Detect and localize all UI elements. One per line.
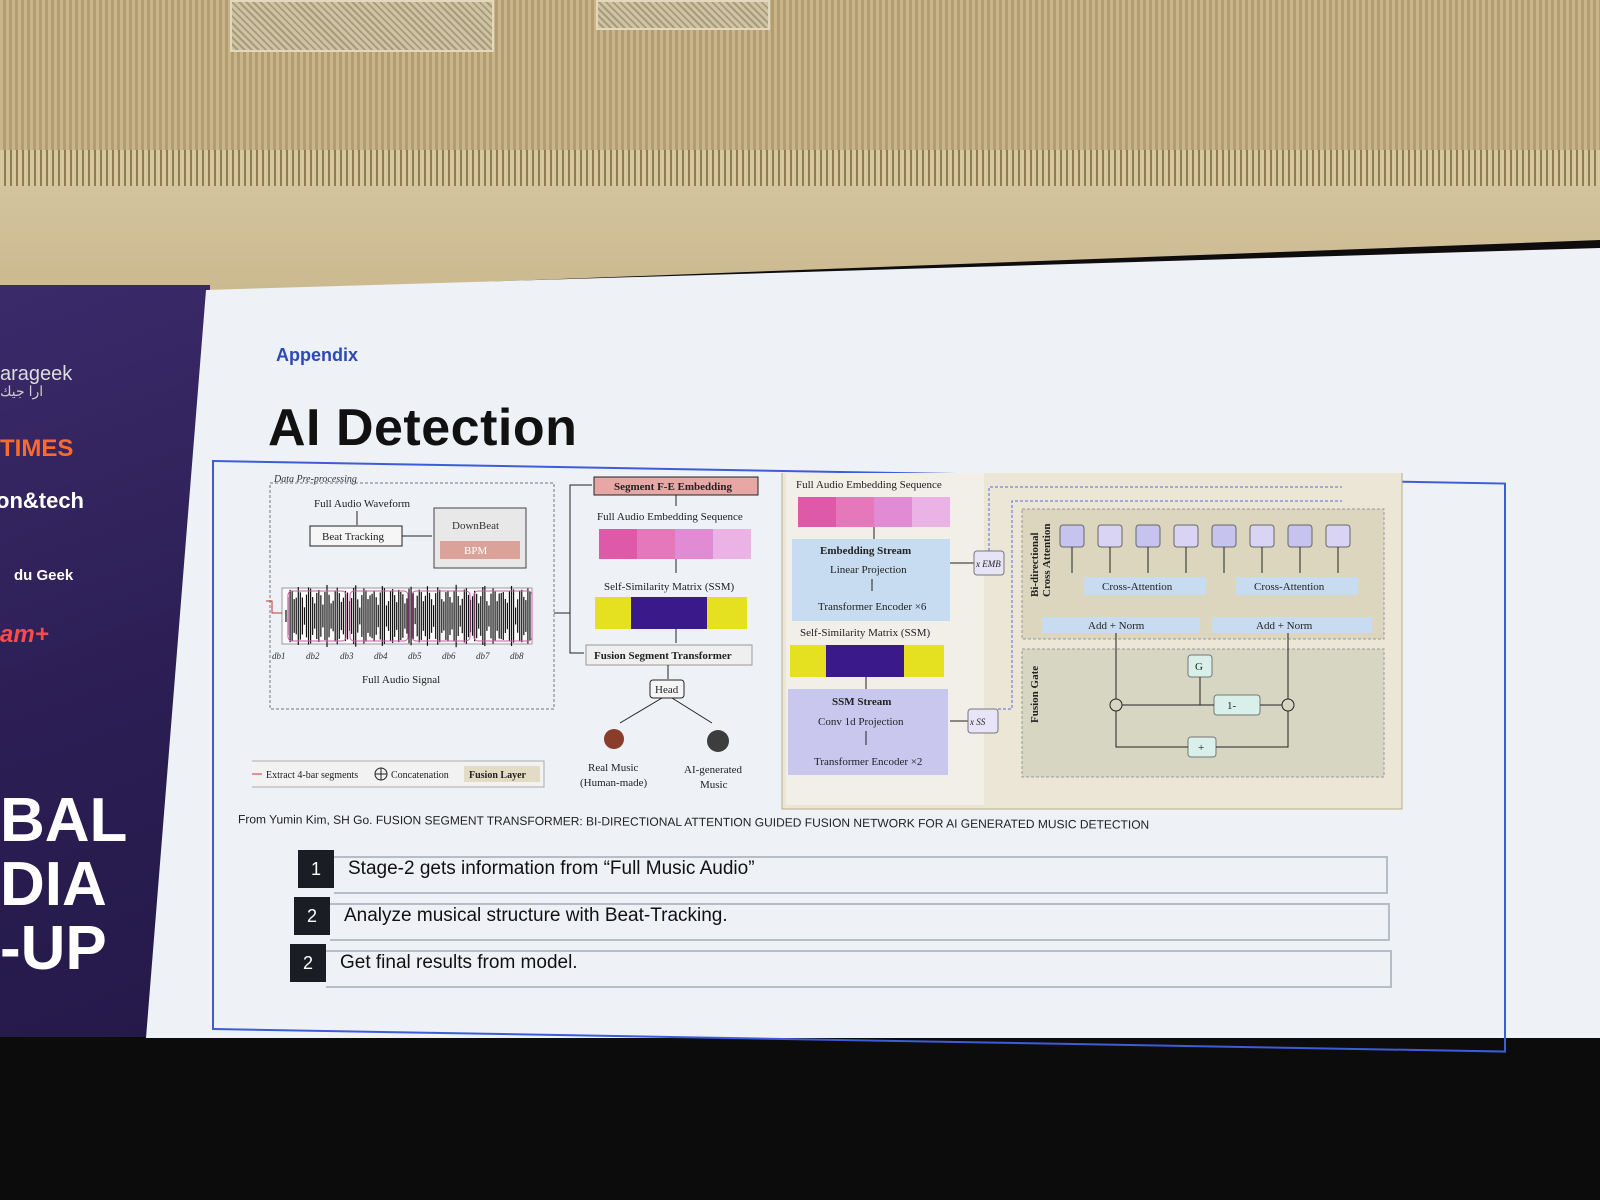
section-label: Appendix (276, 345, 359, 365)
robot-music-icon (707, 730, 729, 752)
fusion-network: Full Audio Embedding Sequence Embedding … (781, 473, 1403, 810)
step-item: 1 Stage-2 gets information from “Full Mu… (298, 850, 1390, 894)
legend-fusion: Fusion Layer (469, 770, 527, 781)
attention-token (1325, 524, 1351, 548)
bidir-label-2: Cross Attention (1041, 524, 1053, 597)
right-ssm-label: Self-Similarity Matrix (SSM) (800, 627, 931, 639)
step-item: 2 Analyze musical structure with Beat-Tr… (294, 897, 1390, 941)
attention-token (1287, 524, 1313, 548)
segment-window (473, 590, 533, 642)
step-item: 2 Get final results from model. (290, 944, 1392, 988)
waveform-label: Full Audio Waveform (314, 498, 411, 510)
ssm-stream-title: SSM Stream (832, 696, 891, 708)
downbeat-index-label: db2 (306, 651, 320, 661)
real-music-sub: (Human-made) (580, 777, 648, 789)
segment-window (349, 590, 409, 642)
downbeat-index-label: db8 (510, 651, 524, 661)
attention-token (1059, 524, 1085, 548)
sponsor-logo: am+ (0, 621, 49, 648)
linear-projection-box: Linear Projection (830, 564, 907, 576)
fusion-gate-label: Fusion Gate (1029, 666, 1041, 723)
segment-embedding-box: Segment F-E Embedding (614, 481, 732, 493)
downbeat-index-label: db3 (340, 651, 354, 661)
step-box (334, 856, 1388, 894)
step-text: Stage-2 gets information from “Full Musi… (348, 858, 755, 879)
one-minus-box: 1- (1227, 700, 1237, 712)
audio-signal-label: Full Audio Signal (362, 674, 440, 686)
real-music-label: Real Music (588, 762, 639, 774)
downbeat-index-label: db6 (442, 651, 456, 661)
x-emb-label: x EMB (975, 559, 1001, 569)
ssm-label: Self-Similarity Matrix (SSM) (604, 581, 735, 593)
preprocessing-block: Data Pre-processing Full Audio Waveform … (266, 474, 555, 710)
banner-text: DIA (0, 850, 107, 919)
step-text: Analyze musical structure with Beat-Trac… (344, 905, 728, 926)
embedding-stream-title: Embedding Stream (820, 545, 911, 557)
attention-token (1135, 524, 1161, 548)
downbeat-index-label: db1 (272, 651, 286, 661)
segment-window (287, 590, 347, 642)
ceiling-vent (596, 0, 770, 30)
sponsor-logo: TIMES (0, 435, 74, 462)
step-box (326, 950, 1392, 988)
human-music-icon (604, 729, 624, 749)
step-number: 2 (294, 897, 330, 935)
cross-attention-2: Cross-Attention (1254, 581, 1325, 593)
attention-token (1249, 524, 1275, 548)
x-ss-label: x SS (969, 717, 986, 727)
slide-title: AI Detection (268, 399, 578, 457)
beat-tracking-box: Beat Tracking (322, 531, 385, 543)
fusion-transformer-box: Fusion Segment Transformer (594, 650, 732, 662)
segment-window (411, 590, 471, 642)
downbeat-label: DownBeat (452, 520, 499, 532)
plus-box: + (1198, 742, 1204, 754)
architecture-diagram: Data Pre-processing Full Audio Waveform … (252, 473, 1403, 810)
sponsor-logo: on&tech (0, 488, 84, 513)
legend-extract: Extract 4-bar segments (266, 770, 358, 781)
step-text: Get final results from model. (340, 952, 578, 973)
conv-projection-box: Conv 1d Projection (818, 716, 904, 728)
gate-g-box: G (1195, 661, 1203, 673)
full-sequence-label: Full Audio Embedding Sequence (597, 511, 743, 523)
bpm-label: BPM (464, 545, 487, 557)
head-box: Head (655, 684, 679, 696)
ai-music-label: AI-generated (684, 764, 743, 776)
sponsor-logo: arageek (0, 363, 73, 385)
ceiling-slats (0, 150, 1600, 186)
segment-column: Segment F-E Embedding Full Audio Embeddi… (580, 476, 759, 791)
attention-token (1211, 524, 1237, 548)
banner-text: BAL (0, 786, 128, 855)
cross-attention-1: Cross-Attention (1102, 581, 1173, 593)
bidir-label-1: Bi-directional (1029, 532, 1041, 597)
room-floor (0, 1030, 1600, 1200)
step-number: 2 (290, 944, 326, 982)
sponsor-logo: ارا جيك (0, 383, 44, 399)
add-norm-2: Add + Norm (1256, 620, 1313, 632)
sponsor-logo: du Geek (14, 567, 74, 584)
downbeat-index-label: db4 (374, 651, 388, 661)
preprocessing-title: Data Pre-processing (273, 474, 357, 485)
downbeat-index-label: db7 (476, 651, 490, 661)
downbeat-index-label: db5 (408, 651, 422, 661)
transformer6-box: Transformer Encoder ×6 (818, 601, 927, 613)
ai-music-sub: Music (700, 779, 728, 791)
legend-concat: Concatenation (391, 770, 449, 781)
transformer2-box: Transformer Encoder ×2 (814, 756, 922, 768)
step-box (330, 903, 1390, 941)
attention-token (1173, 524, 1199, 548)
attention-token (1097, 524, 1123, 548)
right-sequence-label: Full Audio Embedding Sequence (796, 479, 942, 491)
ceiling-vent (230, 0, 494, 52)
diagram-legend: Extract 4-bar segments Concatenation Fus… (252, 760, 545, 788)
banner-text: -UP (0, 914, 107, 983)
add-norm-1: Add + Norm (1088, 620, 1145, 632)
step-number: 1 (298, 850, 334, 888)
